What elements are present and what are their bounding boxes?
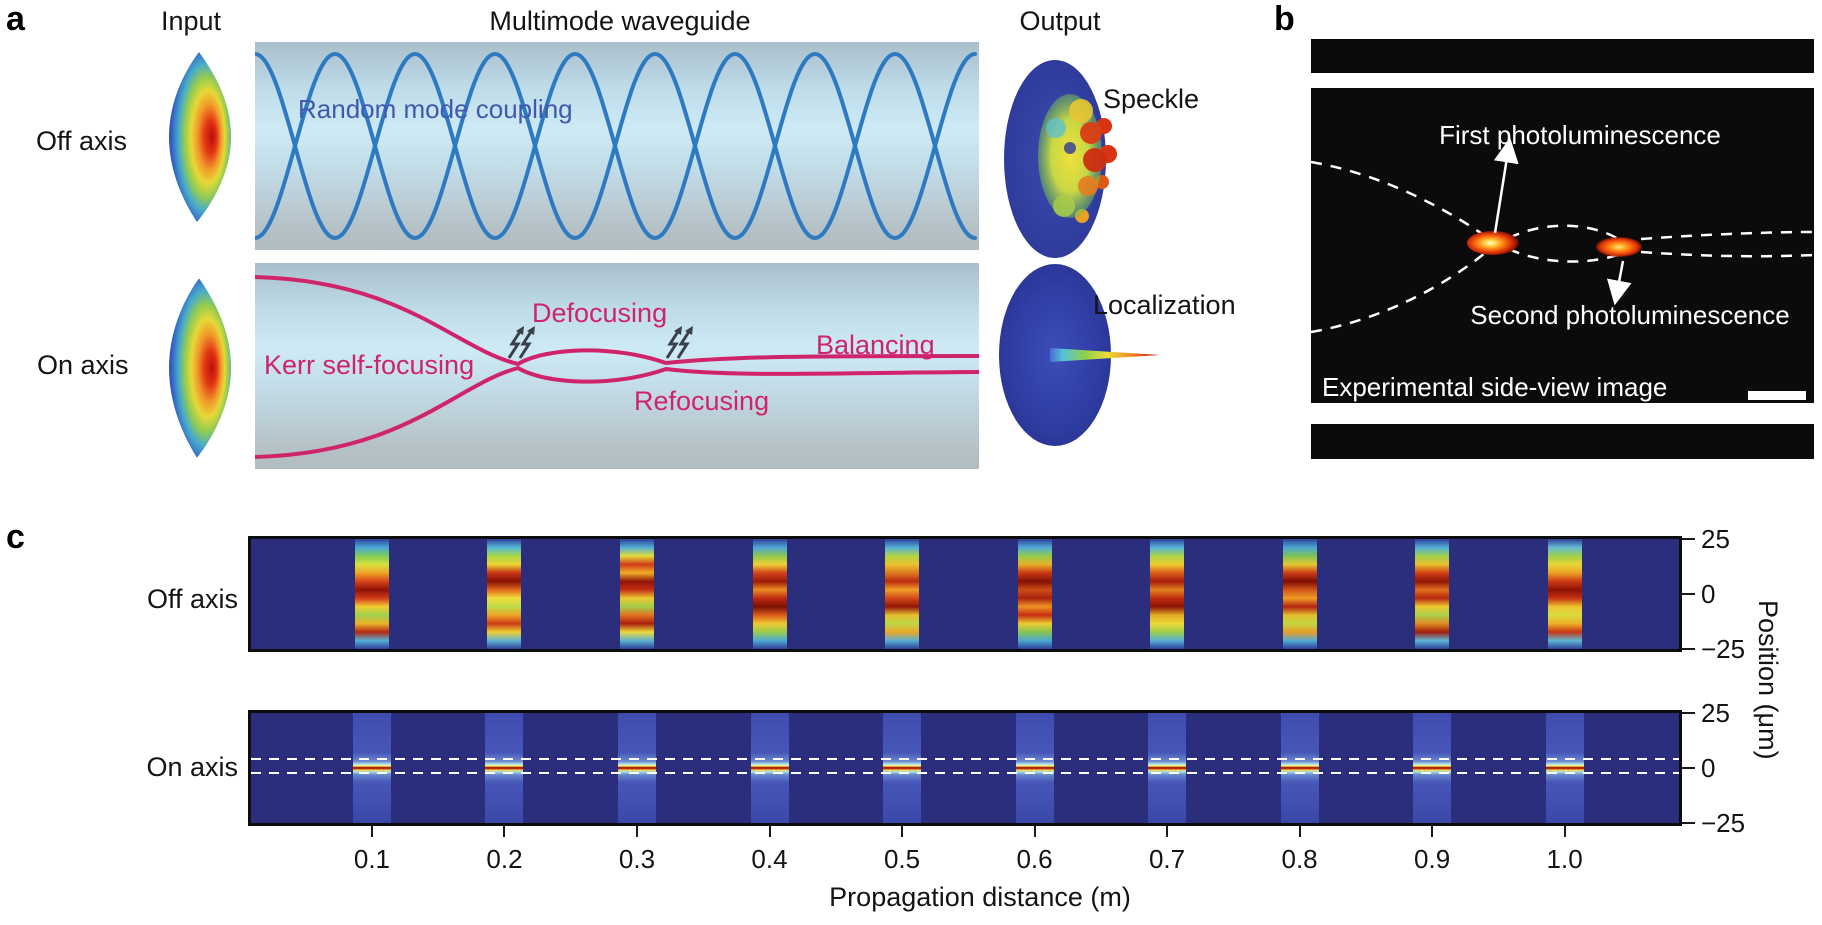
kerr-focusing-curves [253,275,981,459]
localization-output [999,264,1160,446]
second-photoluminescence-spot [1596,237,1642,257]
on-axis-band [1413,713,1452,823]
y-tick-label: −25 [1701,808,1746,838]
panel-b-bottom-bar [1311,424,1814,459]
multimode-waveguide-header: Multimode waveguide [489,6,751,36]
input-beam-off-axis [169,52,231,222]
lightning-bolts-icon [665,326,693,359]
lightning-bolts-icon [507,326,535,359]
y-tick-mark [1682,648,1695,650]
waveguide-on-axis [253,263,981,469]
first-photoluminescence-label: First photoluminescence [1439,120,1721,150]
x-tick-label: 0.8 [1281,844,1318,874]
on-axis-row-label-a: On axis [37,350,129,380]
y-tick-mark [1682,538,1695,540]
off-axis-row-label-a: Off axis [36,126,128,156]
x-tick-label: 0.2 [486,844,523,874]
propagation-axis-label: Propagation distance (m) [829,882,1131,912]
x-tick-mark [370,826,373,837]
second-annotation-arrow [1606,260,1632,306]
off-axis-band [1547,539,1582,649]
on-axis-band [1280,713,1319,823]
on-axis-band [750,713,789,823]
guide-dashed-line [251,772,1679,774]
panel-a-label: a [6,0,25,38]
guide-dashed-line [251,758,1679,760]
x-tick-mark [1431,826,1434,837]
second-photoluminescence-label: Second photoluminescence [1470,300,1790,330]
on-axis-band [352,713,391,823]
x-tick-label: 1.0 [1546,844,1583,874]
kerr-self-focusing-label: Kerr self-focusing [264,350,475,380]
off-axis-band [487,539,522,649]
x-tick-label: 0.9 [1414,844,1451,874]
random-mode-coupling-label: Random mode coupling [298,94,573,124]
y-tick-mark [1682,767,1695,769]
y-tick-mark [1682,593,1695,595]
on-axis-row-label-c: On axis [146,752,238,782]
random-mode-coupling-waves [253,51,977,241]
off-axis-band [1017,539,1052,649]
first-photoluminescence-spot [1467,231,1519,255]
input-beam-on-axis [169,278,231,458]
x-tick-mark [635,826,638,837]
x-tick-label: 0.6 [1016,844,1053,874]
side-view-overlay [1310,137,1815,400]
off-axis-band [1415,539,1450,649]
x-tick-label: 0.1 [353,844,391,874]
y-tick-mark [1682,712,1695,714]
speckle-label: Speckle [1103,84,1200,114]
on-axis-band [617,713,656,823]
first-annotation-arrow [1493,137,1519,234]
waveguide-off-axis [253,42,979,250]
panel-b-label: b [1274,0,1295,38]
y-tick-label: 0 [1701,579,1716,609]
x-tick-mark [1563,826,1566,837]
x-tick-mark [503,826,506,837]
x-tick-mark [1166,826,1169,837]
y-tick-mark [1682,822,1695,824]
off-axis-band [1282,539,1317,649]
position-axis-label: Position (μm) [1753,600,1783,760]
on-axis-band [1148,713,1187,823]
scale-bar [1748,391,1806,400]
panel-c-label: c [6,518,25,556]
input-header: Input [160,6,222,36]
on-axis-band [1545,713,1584,823]
localization-label: Localization [1093,290,1236,320]
on-axis-band [485,713,524,823]
on-axis-band [1015,713,1054,823]
off-axis-band [1150,539,1185,649]
y-tick-label: 25 [1701,524,1730,554]
on-axis-band [883,713,922,823]
panel-b-top-bar [1311,39,1814,73]
off-axis-row-label-c: Off axis [146,584,238,614]
x-tick-mark [1298,826,1301,837]
heatmap-on-axis [248,710,1682,826]
x-tick-mark [901,826,904,837]
x-tick-label: 0.4 [751,844,788,874]
x-tick-label: 0.5 [883,844,921,874]
y-tick-label: 25 [1701,698,1730,728]
off-axis-band [752,539,787,649]
x-tick-mark [1033,826,1036,837]
panel-b-side-view-image [1310,88,1815,403]
output-header: Output [1019,6,1101,36]
refocusing-label: Refocusing [634,386,770,416]
x-tick-label: 0.7 [1148,844,1186,874]
x-tick-label: 0.3 [618,844,656,874]
balancing-label: Balancing [816,330,935,360]
off-axis-band [354,539,389,649]
x-tick-mark [768,826,771,837]
speckle-output-blob [1004,60,1117,258]
off-axis-band [619,539,654,649]
y-tick-label: 0 [1701,753,1716,783]
side-view-caption: Experimental side-view image [1322,372,1668,402]
y-tick-label: −25 [1701,634,1746,664]
off-axis-band [885,539,920,649]
defocusing-label: Defocusing [532,298,668,328]
heatmap-off-axis [248,536,1682,652]
